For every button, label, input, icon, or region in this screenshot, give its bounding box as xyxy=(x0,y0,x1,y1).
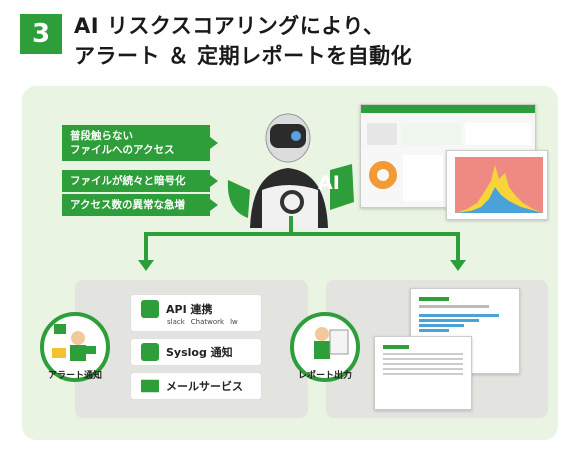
ai-label: AI xyxy=(318,172,340,194)
report-label: レポート出力 xyxy=(297,371,352,381)
lw-logo: lw xyxy=(230,318,238,326)
report-document-front xyxy=(410,288,520,374)
arrow-head-right xyxy=(450,260,466,271)
mail-icon xyxy=(141,379,159,393)
detection-bubble-access-spike: アクセス数の異常な急増 xyxy=(62,194,218,216)
report-person-icon xyxy=(314,327,349,359)
title-line-1: AI リスクスコアリングにより、 xyxy=(74,14,385,38)
chatwork-logo: Chatwork xyxy=(190,318,225,326)
step-number-badge: 3 xyxy=(20,14,62,54)
detection-bubble-unusual-access: 普段触らない ファイルへのアクセス xyxy=(62,125,218,161)
heatmap-chart-graphic xyxy=(455,157,543,213)
service-api: API 連携 slack Chatwork lw xyxy=(130,294,262,332)
report-illustration-circle xyxy=(290,312,360,382)
service-api-label: API 連携 xyxy=(166,303,213,316)
syslog-icon xyxy=(141,343,159,361)
detection-bubble-encryption: ファイルが続々と暗号化 xyxy=(62,170,218,192)
service-mail: メールサービス xyxy=(130,372,262,400)
alert-illustration-circle xyxy=(40,312,110,382)
heatmap-chart-screenshot xyxy=(446,150,548,220)
service-mail-label: メールサービス xyxy=(166,380,243,393)
arrow-horizontal xyxy=(146,232,460,236)
service-syslog-label: Syslog 通知 xyxy=(166,346,233,359)
arrow-stem-center xyxy=(289,216,293,234)
arrow-head-left xyxy=(138,260,154,271)
arrow-stem-left xyxy=(144,232,148,262)
ai-robot-illustration: AI xyxy=(222,110,362,230)
title-line-2: アラート ＆ 定期レポートを自動化 xyxy=(74,44,413,68)
slack-logo: slack xyxy=(167,318,185,326)
service-syslog: Syslog 通知 xyxy=(130,338,262,366)
alert-person-icon xyxy=(52,324,96,361)
robot-icon xyxy=(227,113,354,228)
alert-label: アラート通知 xyxy=(47,371,102,381)
report-document-back xyxy=(374,336,472,410)
api-icon xyxy=(141,300,159,318)
arrow-stem-right xyxy=(456,232,460,262)
